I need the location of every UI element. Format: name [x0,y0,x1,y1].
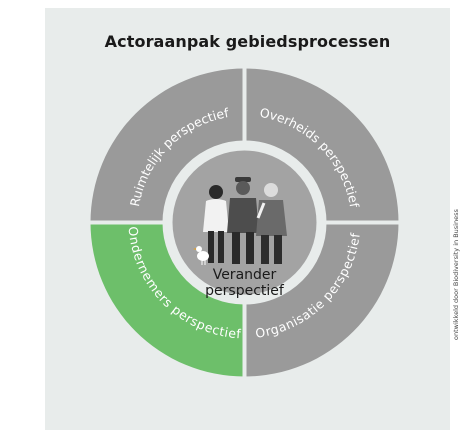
segment-ondernemers [90,222,245,377]
diagram-title: Actoraanpak gebiedsprocessen [104,32,391,51]
center-label-line2: perspectief [205,283,285,299]
segment-overheids [244,68,399,223]
center-label-line1: Verander [213,267,277,283]
credit-text: ontwikkeld door Biodiversity in Business [452,209,460,340]
woman-icon [203,185,229,263]
farmer-icon [227,177,259,264]
segment-dividers [88,66,401,379]
inner-ring [162,140,327,305]
segment-organisatie [244,222,399,377]
chicken-icon [193,246,209,265]
people-and-chicken-illustration [193,177,287,265]
older-man-icon [256,183,287,264]
segment-ruimtelijk [90,68,245,223]
